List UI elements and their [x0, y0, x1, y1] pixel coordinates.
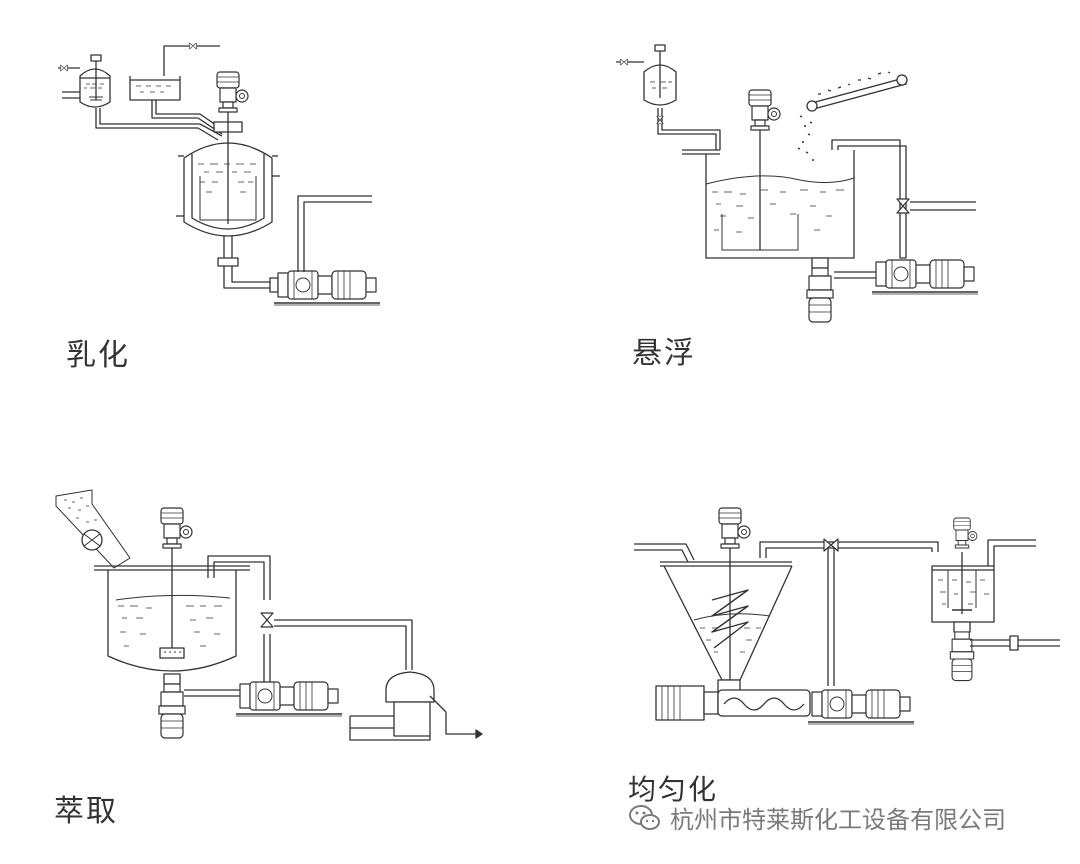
suspend-label: 悬浮	[632, 336, 696, 371]
wechat-icon	[629, 804, 660, 830]
watermark-text: 杭州市特莱斯化工设备有限公司	[670, 806, 1006, 834]
suspension-diagram	[616, 44, 979, 323]
emulsify-label: 乳化	[66, 338, 130, 373]
homogenization-diagram	[634, 507, 1060, 725]
extract-label: 萃取	[54, 794, 118, 829]
emulsification-diagram	[58, 42, 381, 306]
extraction-diagram	[55, 489, 483, 741]
homogenize-label: 均匀化	[628, 773, 719, 806]
company-watermark: 杭州市特莱斯化工设备有限公司	[628, 800, 1006, 835]
